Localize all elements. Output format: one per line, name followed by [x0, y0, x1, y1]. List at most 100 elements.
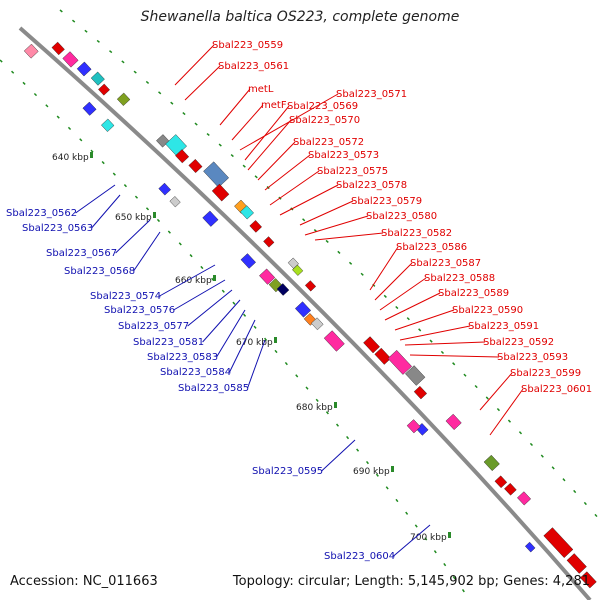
leader-line [489, 388, 524, 436]
gene-feature [116, 92, 131, 106]
gene-block [90, 71, 105, 86]
gene-feature [294, 301, 312, 318]
gene-feature [494, 475, 508, 489]
gene-feature [188, 159, 203, 174]
reverse-gene-label: Sbal223_0574 [90, 291, 161, 302]
kbp-tick-label: 660 kbp [175, 276, 212, 286]
leader-line [279, 184, 339, 216]
kbp-tick-mark [90, 152, 93, 158]
leader-line [91, 194, 121, 229]
leader-line [374, 262, 413, 301]
gene-block [211, 183, 230, 202]
gene-block [294, 301, 312, 318]
reverse-gene-label: Sbal223_0562 [6, 208, 77, 219]
gene-block [524, 541, 536, 553]
forward-gene-label: Sbal223_0588 [424, 273, 495, 284]
gene-block [116, 92, 131, 106]
gene-block [158, 182, 171, 196]
forward-gene-label: Sbal223_0561 [218, 61, 289, 72]
reverse-gene-label: Sbal223_0583 [147, 352, 218, 363]
gene-feature [76, 61, 92, 77]
leader-line [393, 524, 431, 557]
leader-line [202, 299, 241, 343]
leader-line [299, 200, 354, 226]
leader-line [479, 372, 513, 411]
forward-gene-label: Sbal223_0572 [293, 137, 364, 148]
leader-line [231, 104, 264, 141]
leader-line [409, 354, 500, 358]
gene-block [240, 253, 256, 269]
topology-text: Topology: circular; Length: 5,145,902 bp… [232, 574, 590, 589]
map-title: Shewanella baltica OS223, complete genom… [140, 9, 460, 25]
reverse-gene-label: Sbal223_0577 [118, 321, 189, 332]
gene-feature [169, 196, 181, 208]
gene-feature [413, 385, 428, 400]
inner-guide-arc [0, 59, 471, 600]
gene-feature [406, 419, 421, 434]
gene-feature [240, 253, 256, 269]
gene-feature [483, 454, 500, 472]
gene-block [374, 347, 392, 365]
leader-line [219, 88, 251, 126]
forward-gene-label: metL [248, 84, 274, 95]
gene-feature [202, 210, 219, 227]
kbp-tick-mark [334, 402, 337, 408]
gene-feature [158, 182, 171, 196]
reverse-gene-label: Sbal223_0585 [178, 383, 249, 394]
kbp-tick-mark [448, 532, 451, 538]
gene-feature [504, 482, 517, 496]
forward-gene-label: Sbal223_0578 [336, 180, 407, 191]
forward-gene-label: Sbal223_0559 [212, 40, 283, 51]
gene-block [445, 413, 462, 431]
forward-gene-label: metF [261, 100, 287, 111]
gene-block [405, 365, 426, 386]
leader-line [399, 325, 471, 341]
gene-feature [23, 43, 39, 59]
kbp-tick-label: 700 kbp [410, 533, 447, 543]
leader-line [314, 232, 384, 241]
gene-feature [259, 268, 276, 285]
gene-block [98, 83, 110, 96]
gene-feature [580, 571, 597, 589]
gene-block [323, 330, 345, 352]
forward-gene-label: Sbal223_0591 [468, 321, 539, 332]
reverse-gene-label: Sbal223_0576 [104, 305, 175, 316]
gene-block [76, 61, 92, 77]
leader-line [304, 215, 369, 236]
leader-line [133, 231, 161, 272]
leader-line [244, 105, 290, 161]
forward-gene-label: Sbal223_0571 [336, 89, 407, 100]
gene-block [517, 491, 532, 506]
gene-block [263, 236, 275, 248]
kbp-tick-label: 690 kbp [353, 467, 390, 477]
gene-feature [263, 236, 275, 248]
gene-block [494, 475, 508, 489]
leader-line [75, 184, 116, 214]
leader-line [216, 309, 246, 358]
forward-gene-label: Sbal223_0569 [287, 101, 358, 112]
gene-block [504, 482, 517, 496]
gene-block [259, 268, 276, 285]
kbp-tick-label: 680 kbp [296, 403, 333, 413]
accession-text: Accession: NC_011663 [10, 574, 158, 589]
gene-block [276, 283, 290, 296]
gene-feature [524, 541, 536, 553]
forward-gene-label: Sbal223_0573 [308, 150, 379, 161]
forward-gene-label: Sbal223_0570 [289, 115, 360, 126]
forward-gene-label: Sbal223_0575 [317, 166, 388, 177]
gene-feature [363, 336, 380, 354]
gene-block [249, 220, 262, 233]
forward-gene-label: Sbal223_0599 [510, 368, 581, 379]
kbp-tick-mark [213, 275, 216, 281]
reverse-gene-label: Sbal223_0595 [252, 466, 323, 477]
leader-line [384, 292, 441, 321]
leader-line [369, 246, 399, 291]
kbp-tick-mark [274, 337, 277, 343]
gene-block [203, 161, 230, 188]
gene-feature [239, 205, 254, 220]
gene-block [566, 553, 587, 574]
leader-line [115, 219, 151, 254]
leader-line [379, 277, 427, 311]
reverse-gene-label: Sbal223_0581 [133, 337, 204, 348]
